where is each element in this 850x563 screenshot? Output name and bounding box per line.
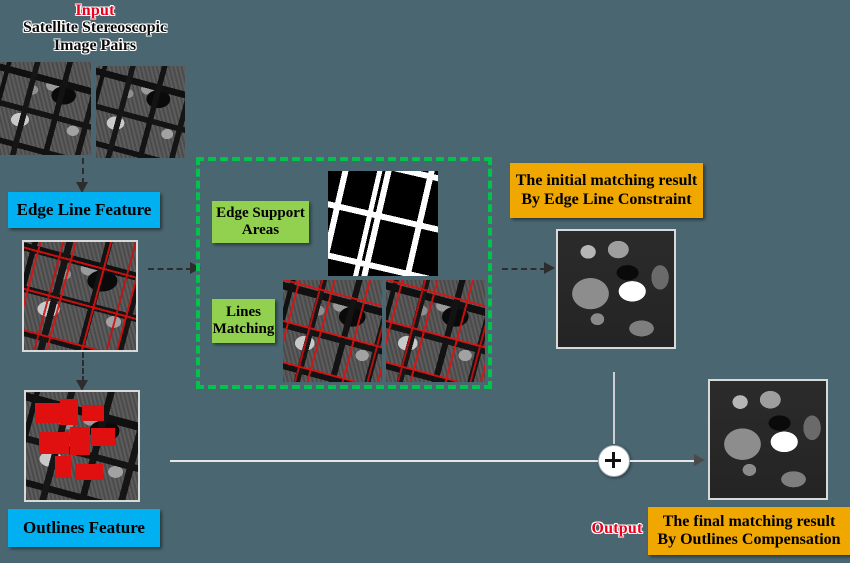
arrow-sum-to-final bbox=[630, 460, 698, 462]
outlines-feature-box[interactable]: Outlines Feature bbox=[8, 509, 160, 547]
arrow-edge-to-outlines-head bbox=[76, 380, 88, 391]
lines-matching-right-image bbox=[386, 280, 485, 382]
final-result-image bbox=[708, 379, 828, 500]
outlines-feature-image bbox=[24, 390, 140, 502]
arrow-edge-to-processing-head bbox=[190, 262, 201, 274]
arrow-processing-to-initial bbox=[502, 268, 546, 270]
arrow-processing-to-initial-head bbox=[544, 262, 555, 274]
initial-result-image bbox=[556, 229, 676, 349]
initial-result-box[interactable]: The initial matching result By Edge Line… bbox=[510, 163, 703, 218]
final-result-box[interactable]: The final matching result By Outlines Co… bbox=[648, 507, 850, 555]
arrow-outlines-to-sum bbox=[170, 460, 598, 462]
edge-line-feature-image bbox=[22, 240, 138, 352]
arrow-edge-to-outlines bbox=[82, 352, 84, 382]
stereo-left-image bbox=[0, 62, 91, 155]
edge-support-areas-mask-image bbox=[328, 171, 438, 276]
arrow-stereo-to-edge-line-head bbox=[76, 182, 88, 193]
arrow-sum-to-final-head bbox=[694, 454, 705, 466]
arrow-stereo-to-edge-line bbox=[82, 158, 84, 184]
edge-line-feature-box[interactable]: Edge Line Feature bbox=[8, 192, 160, 228]
output-title: Output bbox=[591, 520, 643, 537]
arrow-edge-to-processing bbox=[148, 268, 192, 270]
arrow-initial-to-sum bbox=[613, 372, 615, 444]
stereo-right-image bbox=[96, 66, 185, 158]
input-title: Input bbox=[75, 2, 115, 19]
edge-support-areas-box[interactable]: Edge Support Areas bbox=[212, 201, 309, 243]
lines-matching-box[interactable]: Lines Matching bbox=[212, 299, 275, 343]
processing-region-container bbox=[196, 157, 492, 389]
summation-node bbox=[598, 445, 630, 477]
input-subtitle: Satellite Stereoscopic Image Pairs bbox=[22, 19, 168, 54]
lines-matching-left-image bbox=[283, 280, 382, 382]
